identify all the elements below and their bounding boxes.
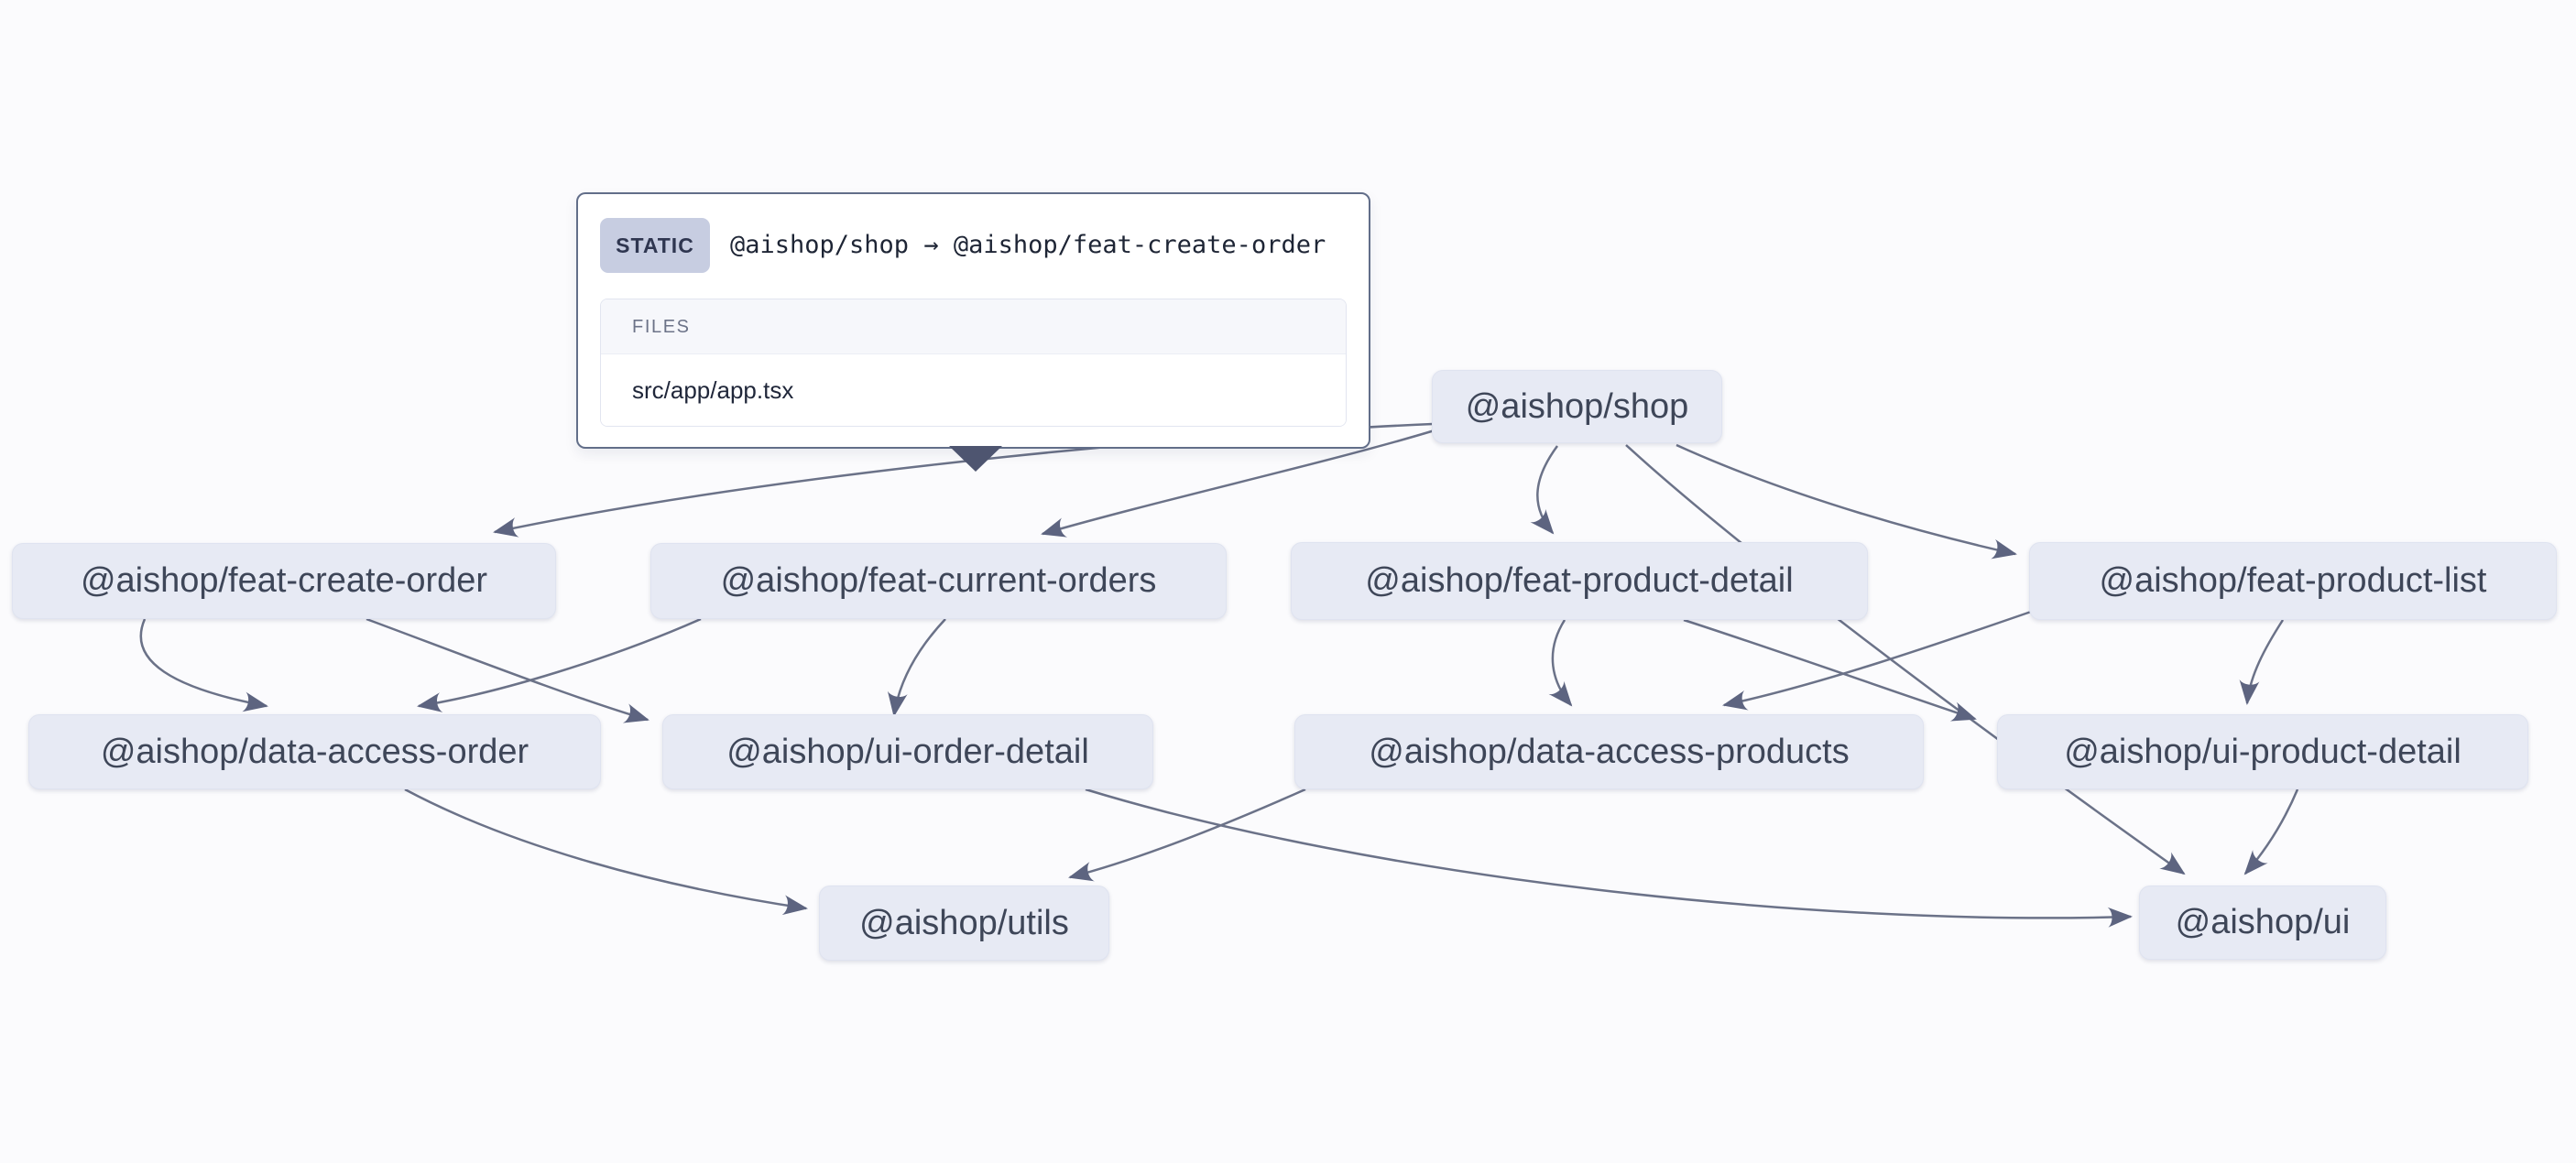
edge-label: @aishop/shop → @aishop/feat-create-order [730,231,1326,259]
dependency-edge-shop-fcu[interactable] [1041,429,1435,538]
dependency-edge-shop-fpl[interactable] [1675,443,2017,560]
graph-node-fpl[interactable]: @aishop/feat-product-list [2029,542,2557,620]
graph-node-fcu[interactable]: @aishop/feat-current-orders [650,543,1227,619]
dependency-edge-upd-ui[interactable] [2243,788,2299,875]
graph-node-shop[interactable]: @aishop/shop [1432,370,1722,443]
tooltip-header: STATIC @aishop/shop → @aishop/feat-creat… [578,194,1369,273]
dependency-edge-shop-ui[interactable] [1625,444,2186,875]
dependency-edge-fpl-dap[interactable] [1722,610,2032,711]
dependency-edge-shop-fpd[interactable] [1530,445,1559,535]
dependency-edge-dao-utils[interactable] [404,788,808,916]
dependency-edge-fcu-dao[interactable] [417,617,702,712]
dependency-edge-fpl-upd[interactable] [2239,619,2285,705]
files-panel: FILES src/app/app.tsx [600,299,1347,427]
edge-tooltip: STATIC @aishop/shop → @aishop/feat-creat… [576,192,1370,472]
graph-node-fco[interactable]: @aishop/feat-create-order [12,543,556,619]
dependency-edge-fco-dao[interactable] [139,618,268,712]
files-panel-header: FILES [601,299,1346,354]
file-item: src/app/app.tsx [601,354,1346,426]
graph-node-utils[interactable]: @aishop/utils [819,886,1109,961]
dependency-edge-fpd-dap[interactable] [1548,619,1573,707]
graph-node-ui[interactable]: @aishop/ui [2139,886,2386,960]
tooltip-caret [949,446,1002,472]
graph-node-upd[interactable]: @aishop/ui-product-detail [1997,714,2528,789]
dependency-edge-fco-uod[interactable] [366,617,649,723]
graph-node-fpd[interactable]: @aishop/feat-product-detail [1291,542,1868,620]
files-list: src/app/app.tsx [601,354,1346,426]
edge-type-badge: STATIC [600,218,710,273]
dependency-edge-fcu-uod[interactable] [887,618,946,717]
dependency-edge-dap-utils[interactable] [1068,788,1306,882]
dependency-edge-uod-ui[interactable] [1085,788,2133,928]
graph-node-uod[interactable]: @aishop/ui-order-detail [662,714,1153,789]
graph-node-dap[interactable]: @aishop/data-access-products [1294,714,1924,789]
graph-node-dao[interactable]: @aishop/data-access-order [28,714,601,789]
dependency-edge-fpd-upd[interactable] [1683,618,1977,722]
